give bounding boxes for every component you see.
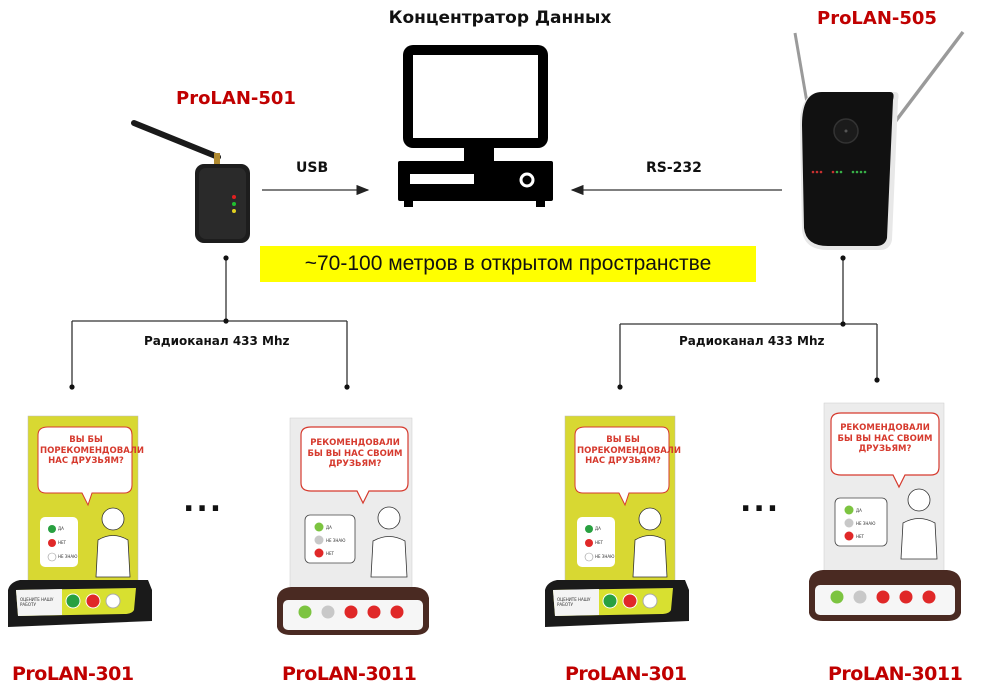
option-label: НЕ ЗНАЮ	[595, 554, 615, 559]
junction-dot	[840, 321, 846, 327]
terminal-prolan-301-left: ВЫ БЫ ПОРЕКОМЕНДОВАЛИ НАС ДРУЗЬЯМ? ДА НЕ…	[0, 405, 160, 635]
ellipsis-left: ...	[183, 484, 224, 519]
hub-title: Концентратор Данных	[388, 8, 612, 28]
usb-label: USB	[296, 160, 329, 176]
range-note: ~70-100 метров в открытом пространстве	[260, 246, 756, 282]
survey-question: РЕКОМЕНДОВАЛИ БЫ ВЫ НАС СВОИМ ДРУЗЬЯМ?	[837, 423, 933, 455]
junction-dot	[69, 384, 75, 390]
radio-label-left: Радиоканал 433 Mhz	[144, 334, 290, 348]
junction-dot	[344, 384, 350, 390]
right-receiver-name: ProLAN-505	[817, 8, 937, 29]
option-label: НЕ ЗНАЮ	[326, 538, 346, 543]
junction-dot	[840, 255, 846, 261]
terminal-name: ProLAN-3011	[282, 663, 417, 685]
terminal-name: ProLAN-301	[565, 663, 687, 685]
left-receiver-name: ProLAN-501	[176, 88, 296, 109]
terminal-prolan-3011-right: РЕКОМЕНДОВАЛИ БЫ ВЫ НАС СВОИМ ДРУЗЬЯМ? Д…	[797, 395, 967, 630]
option-label: НЕ ЗНАЮ	[856, 521, 876, 526]
option-label: НЕТ	[58, 540, 66, 545]
option-label: НЕТ	[856, 534, 864, 539]
radio-tree-right	[619, 258, 878, 387]
radio-tree-left	[71, 258, 348, 387]
base-caption: ОЦЕНИТЕ НАШУ РАБОТУ	[20, 597, 54, 607]
option-label: ДА	[856, 508, 862, 513]
survey-question: ВЫ БЫ ПОРЕКОМЕНДОВАЛИ НАС ДРУЗЬЯМ?	[577, 435, 681, 467]
radio-label-right: Радиоканал 433 Mhz	[679, 334, 825, 348]
option-label: ДА	[58, 526, 64, 531]
survey-question: ВЫ БЫ ПОРЕКОМЕНДОВАЛИ НАС ДРУЗЬЯМ?	[40, 435, 144, 467]
survey-question: РЕКОМЕНДОВАЛИ БЫ ВЫ НАС СВОИМ ДРУЗЬЯМ?	[307, 438, 403, 470]
terminal-name: ProLAN-301	[12, 663, 134, 685]
option-label: ДА	[595, 526, 601, 531]
junction-dot	[223, 255, 229, 261]
rs232-label: RS-232	[646, 160, 702, 176]
terminal-prolan-301-right: ВЫ БЫ ПОРЕКОМЕНДОВАЛИ НАС ДРУЗЬЯМ? ДА НЕ…	[537, 405, 697, 635]
junction-dot	[617, 384, 623, 390]
option-label: ДА	[326, 525, 332, 530]
base-caption: ОЦЕНИТЕ НАШУ РАБОТУ	[557, 597, 591, 607]
terminal-prolan-3011-left: РЕКОМЕНДОВАЛИ БЫ ВЫ НАС СВОИМ ДРУЗЬЯМ? Д…	[265, 405, 435, 635]
option-label: НЕТ	[326, 551, 334, 556]
ellipsis-right: ...	[740, 484, 781, 519]
junction-dot	[223, 318, 229, 324]
option-label: НЕТ	[595, 540, 603, 545]
option-label: НЕ ЗНАЮ	[58, 554, 78, 559]
junction-dot	[874, 377, 880, 383]
terminal-name: ProLAN-3011	[828, 663, 963, 685]
